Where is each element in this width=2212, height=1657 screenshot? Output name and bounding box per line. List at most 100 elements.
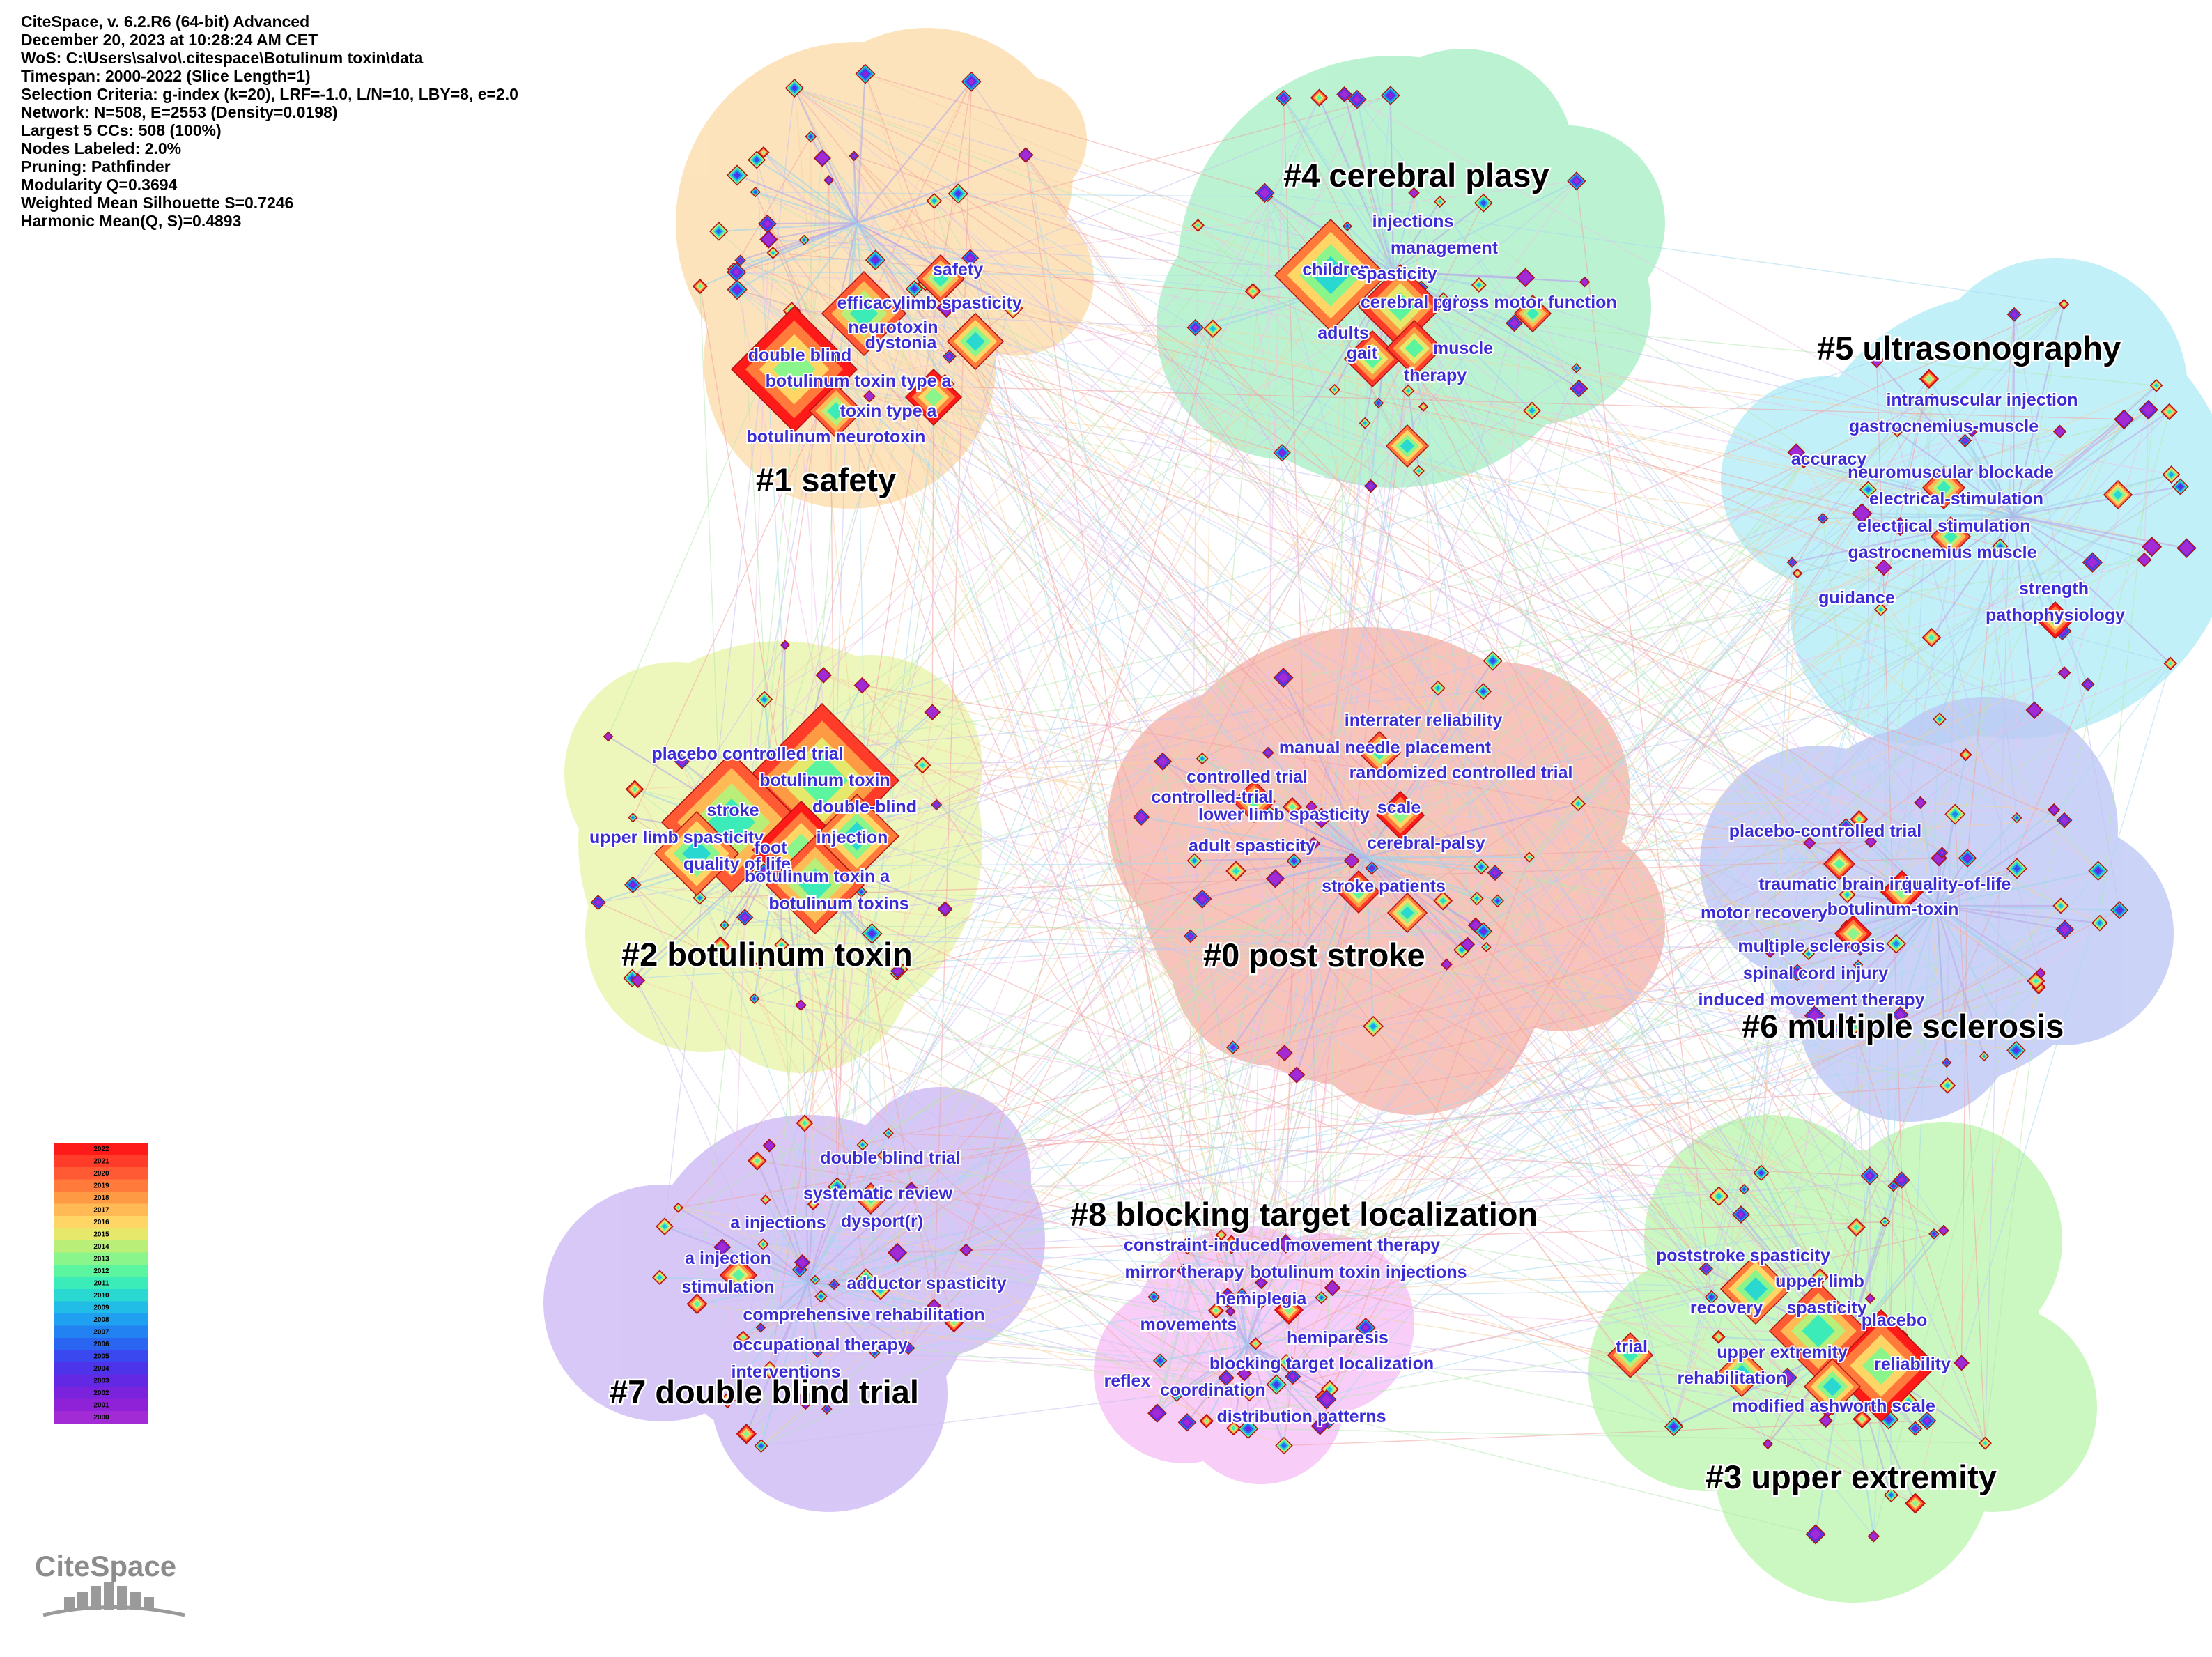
- keyword-node[interactable]: [1890, 517, 1910, 537]
- keyword-node[interactable]: [1471, 277, 1487, 293]
- keyword-node[interactable]: [794, 1254, 811, 1271]
- keyword-node[interactable]: [812, 1348, 823, 1358]
- keyword-node[interactable]: [1385, 319, 1444, 378]
- keyword-node[interactable]: [1797, 455, 1811, 469]
- keyword-node[interactable]: [1381, 86, 1400, 105]
- keyword-node[interactable]: [760, 1194, 771, 1205]
- keyword-node[interactable]: [727, 164, 748, 186]
- keyword-node[interactable]: [810, 1274, 821, 1285]
- keyword-node[interactable]: [1893, 1171, 1910, 1189]
- keyword-node[interactable]: [1304, 1239, 1317, 1251]
- keyword-node[interactable]: [855, 63, 876, 84]
- keyword-node[interactable]: [1921, 628, 1942, 647]
- keyword-node[interactable]: [1249, 1337, 1262, 1350]
- keyword-node[interactable]: [1905, 1493, 1926, 1514]
- keyword-node[interactable]: [1864, 1293, 1875, 1304]
- keyword-node[interactable]: [1386, 892, 1428, 934]
- keyword-node[interactable]: [961, 71, 982, 92]
- keyword-node[interactable]: [2006, 858, 2027, 879]
- keyword-node[interactable]: [1803, 836, 1816, 850]
- keyword-node[interactable]: [2055, 920, 2075, 939]
- keyword-node[interactable]: [1711, 1330, 1726, 1344]
- keyword-node[interactable]: [1225, 1420, 1242, 1436]
- keyword-node[interactable]: [757, 1238, 769, 1251]
- keyword-node[interactable]: [1930, 516, 1972, 557]
- keyword-node[interactable]: [924, 704, 941, 720]
- keyword-node[interactable]: [1453, 941, 1471, 959]
- keyword-node[interactable]: [1933, 712, 1947, 727]
- keyword-node[interactable]: [1804, 1005, 1825, 1026]
- keyword-node[interactable]: [808, 383, 864, 439]
- keyword-node[interactable]: [1570, 379, 1588, 398]
- keyword-node[interactable]: [1402, 384, 1415, 397]
- keyword-node[interactable]: [1475, 683, 1492, 700]
- keyword-node[interactable]: [1958, 849, 1977, 868]
- keyword-node[interactable]: [883, 1127, 894, 1139]
- keyword-node[interactable]: [823, 175, 835, 186]
- keyword-node[interactable]: [1207, 1302, 1224, 1319]
- keyword-node[interactable]: [1864, 835, 1878, 849]
- keyword-node[interactable]: [653, 810, 740, 897]
- keyword-node[interactable]: [2088, 861, 2108, 881]
- keyword-node[interactable]: [1286, 853, 1302, 869]
- keyword-node[interactable]: [1202, 1385, 1215, 1398]
- keyword-node[interactable]: [805, 130, 817, 143]
- keyword-node[interactable]: [762, 1139, 776, 1153]
- keyword-node[interactable]: [757, 146, 770, 159]
- keyword-node[interactable]: [1266, 1374, 1287, 1395]
- keyword-node[interactable]: [1347, 89, 1367, 109]
- keyword-node[interactable]: [2006, 307, 2022, 322]
- keyword-node[interactable]: [1434, 195, 1446, 208]
- keyword-node[interactable]: [1887, 1180, 1899, 1192]
- keyword-node[interactable]: [1343, 330, 1402, 388]
- keyword-node[interactable]: [1958, 433, 1972, 447]
- keyword-node[interactable]: [1860, 1166, 1880, 1185]
- keyword-node[interactable]: [904, 368, 963, 426]
- keyword-node[interactable]: [1225, 861, 1246, 881]
- keyword-node[interactable]: [1879, 1216, 1891, 1228]
- keyword-node[interactable]: [1147, 1290, 1161, 1304]
- keyword-node[interactable]: [1579, 276, 1591, 288]
- keyword-node[interactable]: [1191, 219, 1205, 232]
- keyword-node[interactable]: [1217, 1287, 1238, 1309]
- keyword-node[interactable]: [871, 1281, 890, 1300]
- keyword-node[interactable]: [1433, 891, 1453, 911]
- keyword-node[interactable]: [1203, 319, 1222, 338]
- keyword-node[interactable]: [2172, 478, 2189, 495]
- keyword-node[interactable]: [1944, 803, 1966, 825]
- keyword-node[interactable]: [1310, 1417, 1329, 1435]
- keyword-node[interactable]: [927, 1298, 941, 1313]
- keyword-node[interactable]: [759, 230, 778, 249]
- keyword-node[interactable]: [1017, 147, 1034, 163]
- keyword-node[interactable]: [936, 298, 957, 318]
- keyword-node[interactable]: [876, 1149, 890, 1162]
- keyword-node[interactable]: [861, 923, 883, 944]
- keyword-node[interactable]: [748, 993, 760, 1004]
- keyword-node[interactable]: [1938, 1224, 1949, 1237]
- keyword-node[interactable]: [1316, 1389, 1337, 1410]
- keyword-node[interactable]: [849, 151, 860, 162]
- keyword-node[interactable]: [1777, 1367, 1797, 1388]
- keyword-node[interactable]: [1892, 1006, 1909, 1024]
- keyword-node[interactable]: [1926, 393, 1938, 406]
- keyword-node[interactable]: [815, 667, 832, 684]
- keyword-node[interactable]: [754, 1439, 768, 1454]
- keyword-node[interactable]: [1273, 668, 1294, 688]
- keyword-node[interactable]: [1506, 314, 1523, 332]
- keyword-node[interactable]: [1186, 853, 1202, 868]
- keyword-node[interactable]: [674, 753, 690, 770]
- keyword-node[interactable]: [1359, 417, 1371, 429]
- keyword-node[interactable]: [1917, 1411, 1937, 1431]
- keyword-node[interactable]: [1365, 861, 1379, 875]
- keyword-node[interactable]: [2052, 897, 2069, 914]
- keyword-node[interactable]: [1375, 790, 1425, 840]
- keyword-node[interactable]: [753, 863, 774, 884]
- keyword-node[interactable]: [1941, 1057, 1952, 1068]
- keyword-node[interactable]: [2176, 538, 2197, 558]
- keyword-node[interactable]: [1132, 808, 1150, 826]
- keyword-node[interactable]: [651, 1270, 667, 1286]
- keyword-node[interactable]: [2047, 803, 2061, 817]
- keyword-node[interactable]: [814, 793, 900, 879]
- keyword-node[interactable]: [821, 1403, 833, 1415]
- keyword-node[interactable]: [755, 1323, 766, 1333]
